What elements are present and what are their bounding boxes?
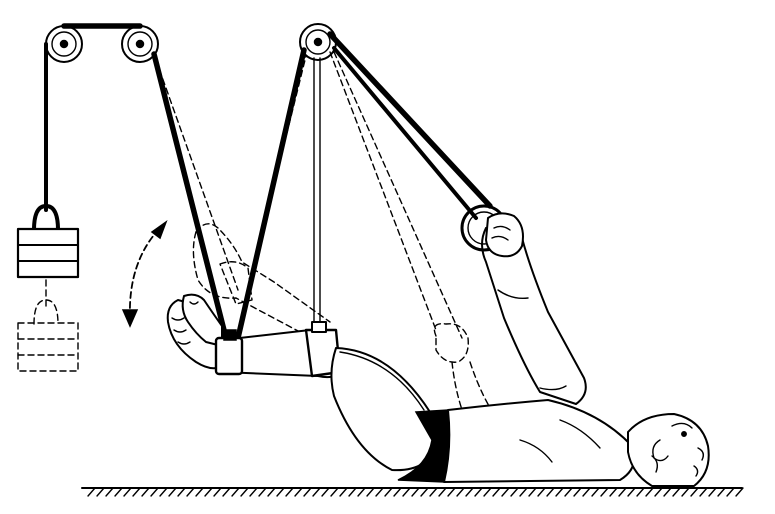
floor-hatch-mark xyxy=(168,487,177,497)
floor-hatch-mark xyxy=(537,487,546,497)
floor-hatch-mark xyxy=(483,487,492,497)
floor-hatch-mark xyxy=(204,487,213,497)
floor-hatch-mark xyxy=(447,487,456,497)
head xyxy=(627,413,710,487)
floor-hatch-mark xyxy=(717,487,726,497)
floor-hatch-mark xyxy=(699,487,708,497)
floor-hatch-mark xyxy=(123,487,132,497)
floor-hatch-mark xyxy=(222,487,231,497)
floor-hatch-mark xyxy=(312,487,321,497)
floor-hatch-mark xyxy=(672,487,681,497)
floor-hatch-mark xyxy=(348,487,357,497)
floor-hatch-mark xyxy=(546,487,555,497)
floor-hatch-mark xyxy=(420,487,429,497)
floor-hatch-mark xyxy=(708,487,717,497)
floor-hatch-mark xyxy=(240,487,249,497)
motion-arrow-icon xyxy=(121,219,168,328)
cable-raised-position xyxy=(155,51,463,339)
floor-hatch-mark xyxy=(357,487,366,497)
floor-hatch-mark xyxy=(141,487,150,497)
floor-hatch-mark xyxy=(609,487,618,497)
floor-hatch-mark xyxy=(276,487,285,497)
floor-hatch-mark xyxy=(600,487,609,497)
floor-hatch-mark xyxy=(321,487,330,497)
floor-hatch-mark xyxy=(681,487,690,497)
floor-hatch-mark xyxy=(735,487,744,497)
floor-hatch-mark xyxy=(105,487,114,497)
floor-hatch-mark xyxy=(177,487,186,497)
weight-stack-lowered-icon xyxy=(17,279,79,372)
pulley-left-icon xyxy=(45,25,83,63)
floor-hatch-mark xyxy=(393,487,402,497)
floor-hatch-mark xyxy=(195,487,204,497)
hand-ring-icon xyxy=(460,204,524,258)
floor-hatch-mark xyxy=(132,487,141,497)
floor-hatch-mark xyxy=(726,487,735,497)
floor xyxy=(81,487,744,497)
floor-hatch-mark xyxy=(150,487,159,497)
floor-hatch-mark xyxy=(87,487,96,497)
floor-hatch-mark xyxy=(186,487,195,497)
floor-hatch-mark xyxy=(96,487,105,497)
floor-hatch-mark xyxy=(555,487,564,497)
floor-hatch-mark xyxy=(519,487,528,497)
floor-hatch-mark xyxy=(690,487,699,497)
floor-hatch-mark xyxy=(303,487,312,497)
floor-hatch-mark xyxy=(438,487,447,497)
person-figure xyxy=(166,204,710,487)
floor-hatch-mark xyxy=(618,487,627,497)
floor-hatch-mark xyxy=(384,487,393,497)
floor-hatch-mark xyxy=(231,487,240,497)
torso xyxy=(443,399,636,483)
floor-hatch-mark xyxy=(663,487,672,497)
floor-hatch-mark xyxy=(510,487,519,497)
leg-raised-outline xyxy=(192,223,331,333)
floor-hatch-mark xyxy=(411,487,420,497)
thigh xyxy=(330,347,439,472)
floor-hatch-mark xyxy=(456,487,465,497)
floor-hatch-mark xyxy=(375,487,384,497)
floor-hatch-mark xyxy=(267,487,276,497)
floor-hatch-mark xyxy=(159,487,168,497)
floor-hatch-mark xyxy=(528,487,537,497)
cable-system xyxy=(44,23,493,341)
floor-hatch-mark xyxy=(573,487,582,497)
floor-hatch-mark xyxy=(429,487,438,497)
floor-hatch-mark xyxy=(654,487,663,497)
floor-hatch-mark xyxy=(636,487,645,497)
floor-hatch-mark xyxy=(465,487,474,497)
floor-hatch-mark xyxy=(213,487,222,497)
floor-hatch-mark xyxy=(285,487,294,497)
ankle-strap-icon xyxy=(214,329,244,376)
floor-hatch-mark xyxy=(474,487,483,497)
floor-hatch-mark xyxy=(258,487,267,497)
floor-hatch-mark xyxy=(294,487,303,497)
floor-hatch-mark xyxy=(114,487,123,497)
floor-hatch-mark xyxy=(492,487,501,497)
floor-hatch-mark xyxy=(366,487,375,497)
floor-hatch-mark xyxy=(501,487,510,497)
floor-hatch-mark xyxy=(330,487,339,497)
floor-hatch-mark xyxy=(339,487,348,497)
floor-hatch-mark xyxy=(249,487,258,497)
floor-hatch-mark xyxy=(627,487,636,497)
floor-hatch-mark xyxy=(645,487,654,497)
weight-stack-icon xyxy=(16,204,80,279)
floor-hatch-mark xyxy=(564,487,573,497)
floor-hatch-mark xyxy=(591,487,600,497)
floor-hatch-mark xyxy=(582,487,591,497)
floor-hatch-mark xyxy=(402,487,411,497)
